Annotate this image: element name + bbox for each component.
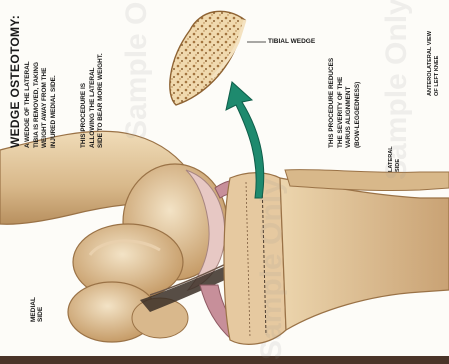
procedure-effect: THIS PROCEDURE REDUCES THE SEVERITY OF T… — [328, 58, 362, 148]
tibia-shaft — [280, 178, 449, 330]
procedure-description: A WEDGE OF THE LATERAL TIBIA IS REMOVED,… — [24, 61, 58, 148]
bottom-strip — [0, 356, 449, 364]
lateral-side-label: LATERAL SIDE — [388, 146, 402, 172]
procedure-benefit: THIS PROCEDURE IS ALLOWING THE LATERAL S… — [80, 53, 106, 148]
view-label: ANTEROLATERAL VIEW OF LEFT KNEE — [427, 31, 441, 96]
procedure-heading: WEDGE OSTEOTOMY: — [8, 15, 22, 148]
fibula — [285, 170, 449, 191]
medial-side-label-bottom: MEDIAL SIDE — [30, 297, 44, 322]
tibial-wedge-label: TIBIAL WEDGE — [268, 38, 315, 45]
